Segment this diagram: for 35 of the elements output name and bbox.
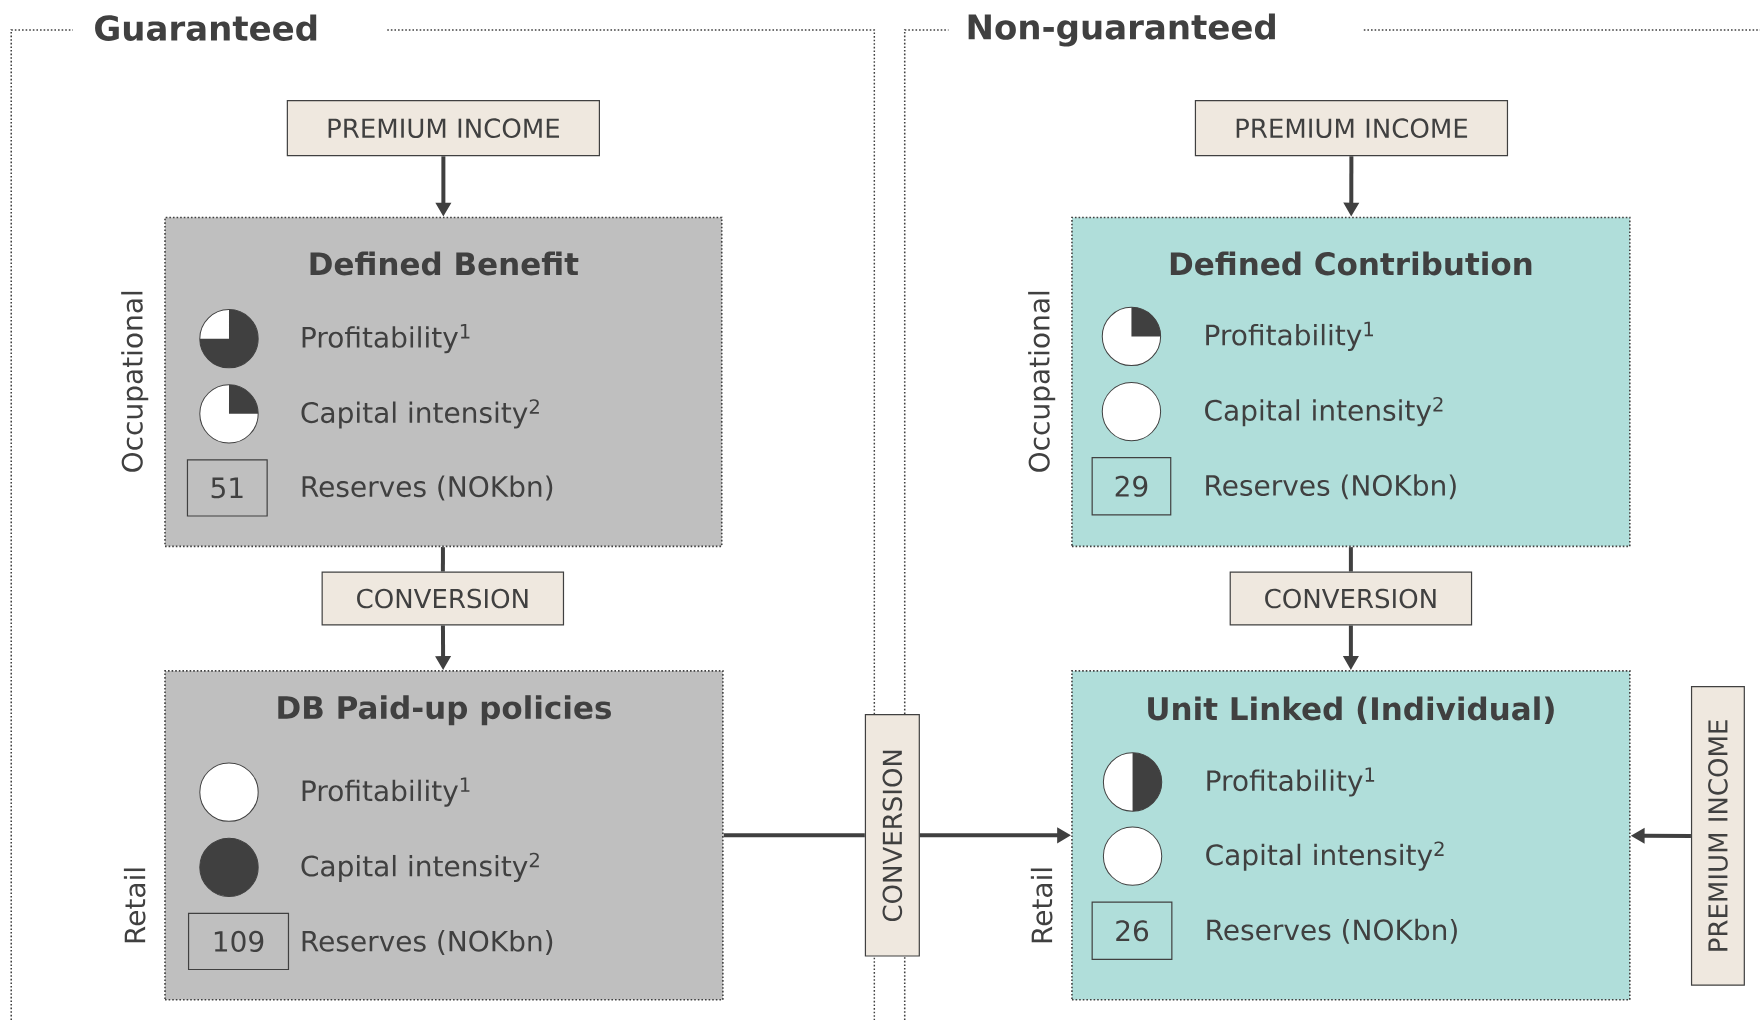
row-label: Reserves (NOKbn) xyxy=(302,930,553,956)
flow-label-box: CONVERSION xyxy=(864,714,920,957)
connector-line xyxy=(1348,547,1353,572)
row-label: Profitability$^{1}$ xyxy=(302,324,470,354)
row-label: Reserves (NOKbn) xyxy=(1207,918,1457,944)
side-label: Occupational xyxy=(1028,291,1056,472)
flow-label-box: CONVERSION xyxy=(321,571,565,626)
panel-heading: Guaranteed xyxy=(95,14,317,41)
row-label: Profitability$^{1}$ xyxy=(1206,321,1373,351)
row-label: Profitability$^{1}$ xyxy=(302,777,470,807)
connector-line xyxy=(440,547,445,572)
row-label: Reserves (NOKbn) xyxy=(1206,474,1456,500)
value-box: 109 xyxy=(187,912,290,971)
box-title: Unit Linked (Individual) xyxy=(1148,696,1554,725)
side-label: Occupational xyxy=(121,291,149,472)
connector-line xyxy=(723,833,865,838)
flow-label-box: PREMIUM INCOME xyxy=(1194,100,1509,157)
panel-heading: Non-guaranteed xyxy=(968,13,1275,47)
side-label: Retail xyxy=(123,868,146,943)
flow-label-box: CONVERSION xyxy=(1229,571,1473,626)
box-title: DB Paid-up policies xyxy=(278,695,611,726)
row-label: Capital intensity$^{2}$ xyxy=(301,399,539,429)
value-box: 29 xyxy=(1091,457,1172,516)
box-title: Defined Benefit xyxy=(310,251,579,276)
row-label: Capital intensity$^{2}$ xyxy=(1205,396,1443,427)
flow-label-box: PREMIUM INCOME xyxy=(1690,686,1745,986)
row-label: Capital intensity$^{2}$ xyxy=(301,852,539,883)
row-label: Reserves (NOKbn) xyxy=(302,475,553,501)
value-box: 26 xyxy=(1091,901,1173,960)
row-label: Profitability$^{1}$ xyxy=(1207,767,1375,797)
row-label: Capital intensity$^{2}$ xyxy=(1206,841,1444,871)
flow-label-box: PREMIUM INCOME xyxy=(286,100,600,157)
side-label: Retail xyxy=(1030,868,1053,943)
box-title: Defined Contribution xyxy=(1170,251,1532,276)
value-box: 51 xyxy=(186,459,268,517)
